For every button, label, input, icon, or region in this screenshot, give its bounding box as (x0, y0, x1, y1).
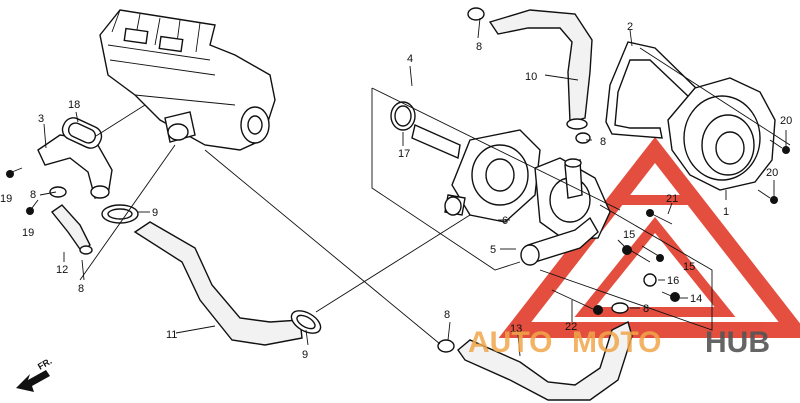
bolt-15-b (641, 245, 664, 262)
part-number-labels: 8 10 2 4 17 8 20 20 1 21 6 5 15 15 16 14… (0, 21, 792, 361)
clip-8-a (49, 186, 67, 198)
part-number-6: 6 (502, 215, 508, 227)
part-number-19-a: 19 (0, 193, 12, 205)
part-number-15-b: 15 (683, 261, 695, 273)
hose-11 (133, 221, 303, 346)
part-number-10: 10 (525, 71, 537, 83)
part-number-17: 17 (398, 148, 410, 160)
water-outlet-pipe (37, 134, 113, 199)
hose-12 (50, 204, 93, 255)
part-number-8-bottom: 8 (444, 309, 450, 321)
part-number-8-left: 8 (30, 189, 36, 201)
fan-shroud-1 (667, 77, 776, 191)
part-number-2: 2 (627, 21, 633, 33)
part-number-1: 1 (723, 206, 729, 218)
part-number-18: 18 (68, 99, 80, 111)
part-number-14: 14 (690, 293, 702, 305)
bolt-20-b (757, 189, 778, 204)
part-number-16: 16 (667, 275, 679, 287)
part-number-5: 5 (490, 244, 496, 256)
hose-clamp-9-a (101, 204, 139, 224)
part-number-22: 22 (565, 321, 577, 333)
o-ring-17 (390, 101, 416, 131)
bolt-14 (661, 291, 680, 302)
part-number-3: 3 (38, 113, 44, 125)
part-number-8-lower: 8 (78, 283, 84, 295)
clip-8-bottom (437, 339, 455, 353)
engine-block (99, 9, 276, 151)
hose-13 (457, 320, 633, 401)
part-number-19-b: 19 (22, 227, 34, 239)
part-number-21: 21 (666, 193, 678, 205)
part-number-15-a: 15 (623, 229, 635, 241)
inlet-pipe-5 (520, 158, 599, 266)
watermark-moto: MOTO (572, 326, 661, 359)
part-number-13: 13 (510, 323, 522, 335)
washer-16 (643, 273, 657, 287)
clip-8-right (611, 302, 629, 314)
watermark-auto: AUTO (468, 326, 552, 359)
part-number-11: 11 (166, 329, 177, 341)
bolt-15-a (617, 239, 632, 255)
hose-clamp-9-b (290, 310, 322, 334)
bolt-19-a (6, 167, 23, 178)
front-direction-arrow: FR. (16, 356, 54, 392)
part-number-9-b: 9 (302, 349, 308, 361)
bolt-22 (551, 289, 603, 315)
hose-10 (488, 9, 593, 130)
watermark-text: AUTO MOTO HUB (468, 326, 770, 359)
part-number-20-a: 20 (780, 115, 792, 127)
clip-8-mid (575, 132, 591, 144)
front-direction-label: FR. (36, 356, 54, 372)
leader-lines (39, 17, 791, 357)
part-number-9-a: 9 (152, 207, 158, 219)
part-number-8-mid: 8 (600, 136, 606, 148)
part-number-8-top: 8 (476, 41, 482, 53)
water-pump-4 (411, 124, 541, 223)
clip-8-top (467, 7, 485, 21)
watermark-hub: HUB (705, 326, 770, 359)
bolt-21 (646, 209, 673, 225)
gasket-18 (61, 117, 103, 149)
part-number-12: 12 (56, 264, 68, 276)
part-number-4: 4 (407, 53, 413, 65)
bolt-19-b (26, 199, 39, 215)
bolt-20-a (769, 139, 790, 154)
part-number-8-right: 8 (643, 303, 649, 315)
part-number-20-b: 20 (766, 167, 778, 179)
